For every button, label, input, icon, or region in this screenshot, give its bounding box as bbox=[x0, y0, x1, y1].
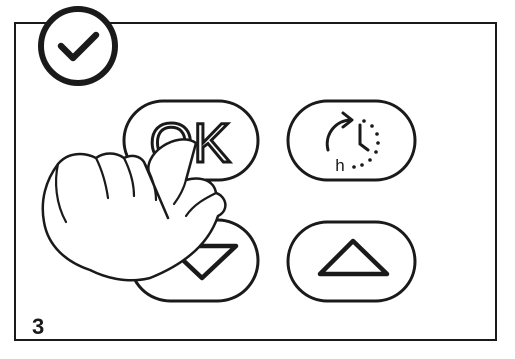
check-circle-icon bbox=[41, 9, 115, 83]
step-number: 3 bbox=[32, 316, 44, 338]
timer-button[interactable]: h bbox=[288, 101, 415, 180]
timer-unit-label: h bbox=[335, 156, 344, 175]
up-button[interactable] bbox=[288, 222, 415, 301]
